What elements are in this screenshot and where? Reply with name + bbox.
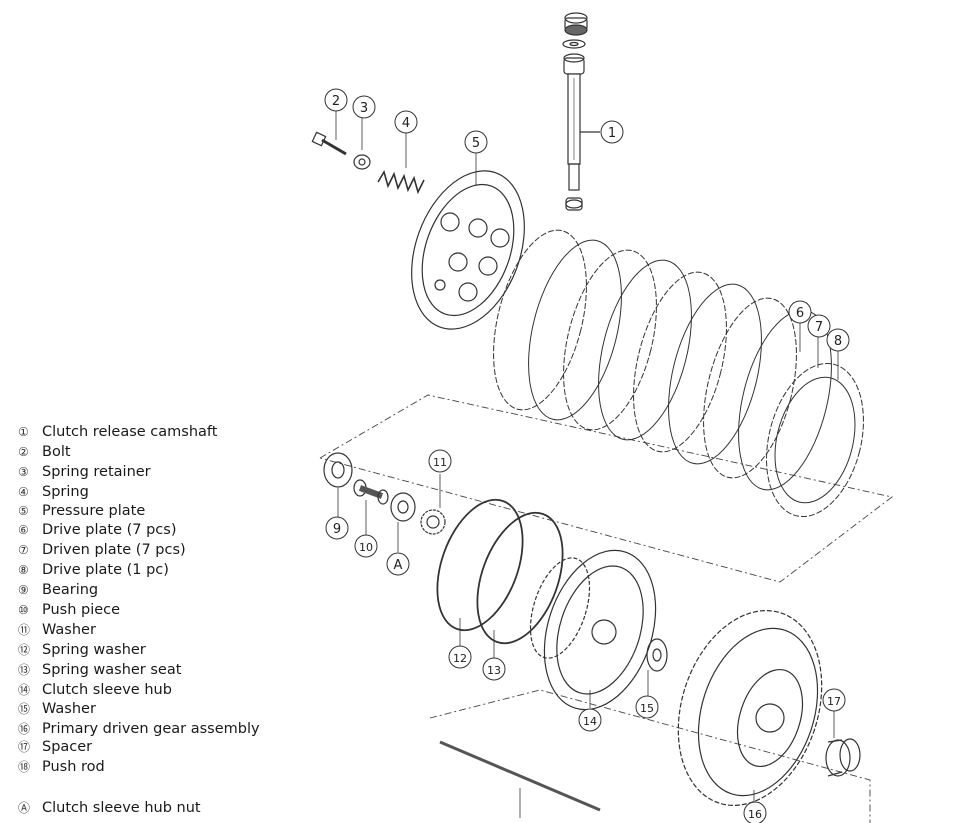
- svg-text:9: 9: [333, 522, 341, 537]
- clutch-plate-stack: [493, 229, 864, 517]
- primary-driven-gear-assembly: [677, 610, 823, 806]
- callout-16: [743, 801, 767, 823]
- callout-17: [822, 688, 846, 712]
- callout-14: [578, 708, 602, 732]
- callout-3: [352, 95, 376, 119]
- washer-11: [420, 474, 446, 535]
- spring-washer: [436, 498, 524, 648]
- bearing: [323, 452, 353, 518]
- callout-15: [635, 695, 659, 719]
- callout-11: [428, 449, 452, 473]
- svg-text:16: 16: [748, 808, 762, 821]
- spring-retainer: [353, 118, 371, 170]
- svg-text:14: 14: [583, 715, 597, 728]
- callout-A: [386, 552, 410, 576]
- callout-13: [482, 657, 506, 681]
- callout-4: [394, 110, 418, 134]
- svg-text:12: 12: [453, 652, 467, 665]
- callout-5: [464, 130, 488, 154]
- bolt: [311, 110, 347, 156]
- callout-7: [807, 314, 831, 338]
- svg-text:4: 4: [402, 116, 410, 131]
- svg-text:7: 7: [815, 320, 823, 335]
- pressure-plate: [411, 152, 525, 330]
- push-rod: [439, 740, 601, 818]
- svg-text:17: 17: [827, 695, 841, 708]
- svg-text:1: 1: [608, 126, 616, 141]
- callout-10: [354, 534, 378, 558]
- push-piece: [353, 479, 389, 536]
- svg-text:A: A: [394, 558, 403, 573]
- svg-text:2: 2: [332, 94, 340, 109]
- washer-15: [646, 638, 668, 696]
- callouts: 1 2 3 4 5 6 7 8 9 10 A 11 12 13 14 15 16: [324, 88, 850, 823]
- svg-text:10: 10: [359, 541, 373, 554]
- spacer: [825, 710, 861, 777]
- guide-lines: [319, 394, 894, 823]
- svg-text:8: 8: [834, 334, 842, 349]
- callout-2: [324, 88, 348, 112]
- callout-12: [448, 645, 472, 669]
- svg-text:6: 6: [796, 306, 804, 321]
- clutch-sleeve-hub: [529, 549, 657, 711]
- callout-9: [325, 516, 349, 540]
- svg-text:13: 13: [487, 664, 501, 677]
- clutch-release-camshaft: [562, 12, 600, 211]
- callout-8: [826, 328, 850, 352]
- svg-text:15: 15: [640, 702, 654, 715]
- callout-1: [600, 120, 624, 144]
- callout-6: [788, 300, 812, 324]
- clutch-sleeve-hub-nut: [390, 492, 416, 552]
- spring: [377, 130, 425, 195]
- svg-text:11: 11: [433, 456, 447, 469]
- svg-text:3: 3: [360, 101, 368, 116]
- svg-text:5: 5: [472, 136, 480, 151]
- spring-washer-seat: [476, 511, 564, 658]
